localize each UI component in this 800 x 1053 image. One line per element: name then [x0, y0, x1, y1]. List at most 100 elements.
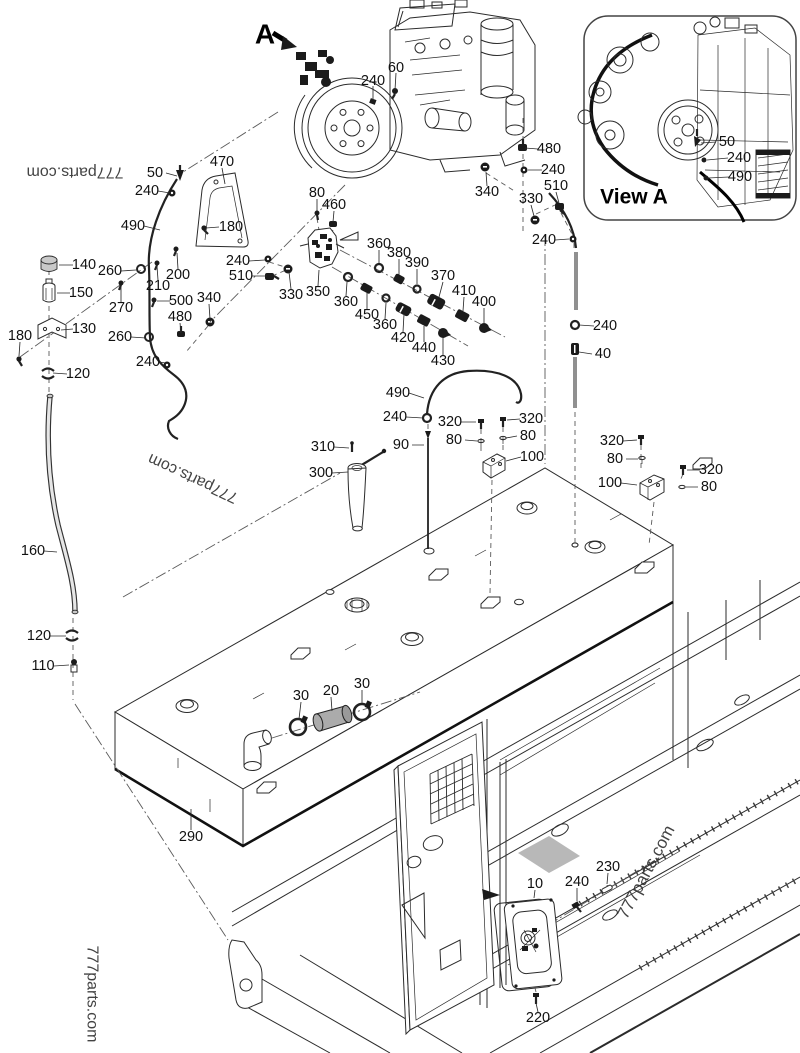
- rod-90-top: [425, 431, 431, 439]
- bolt-500: [150, 297, 157, 308]
- part-label-80: 80: [446, 432, 462, 448]
- part-label-420: 420: [391, 330, 415, 346]
- elbow-510-right: [555, 203, 565, 215]
- part-label-320: 320: [699, 462, 723, 478]
- clamp-240-engine: [369, 98, 377, 105]
- part-label-340: 340: [197, 290, 221, 306]
- part-label-220: 220: [526, 1010, 550, 1026]
- part-label-400: 400: [472, 294, 496, 310]
- part-label-290: 290: [179, 829, 203, 845]
- pin-230: [601, 884, 613, 894]
- dipstick-tube-300: [347, 441, 387, 532]
- part-label-240: 240: [532, 232, 556, 248]
- part-label-160: 160: [21, 543, 45, 559]
- part-label-210: 210: [146, 278, 170, 294]
- part-label-370: 370: [431, 268, 455, 284]
- part-label-10: 10: [527, 876, 543, 892]
- part-label-300: 300: [309, 465, 333, 481]
- filler-cap: [175, 501, 606, 713]
- bracket-100-left: [477, 417, 507, 595]
- part-label-150: 150: [69, 285, 93, 301]
- clamp-120: [41, 367, 55, 380]
- engine-drawing: [293, 0, 578, 249]
- clamp-260: [136, 264, 146, 274]
- part-label-180: 180: [8, 328, 32, 344]
- clamp-240-tube: [569, 319, 581, 331]
- fuel-tank-drawing: [114, 467, 674, 848]
- watermark: 777parts.com: [27, 164, 124, 181]
- part-label-450: 450: [355, 307, 379, 323]
- part-label-120: 120: [66, 366, 90, 382]
- bolt-200: [172, 246, 179, 257]
- leader-lines: [18, 72, 730, 1013]
- part-label-330: 330: [519, 191, 543, 207]
- part-label-120: 120: [27, 628, 51, 644]
- bolt-320: [500, 417, 506, 427]
- part-label-50: 50: [719, 134, 735, 150]
- part-label-240: 240: [361, 73, 385, 89]
- inset-title: View A: [600, 186, 668, 209]
- bolt-240-bottom: [571, 901, 582, 913]
- part-label-230: 230: [596, 859, 620, 875]
- clip-50: [176, 165, 184, 181]
- hose-490-left-group: [117, 165, 215, 441]
- part-label-240: 240: [383, 409, 407, 425]
- part-label-240: 240: [541, 162, 565, 178]
- part-label-60: 60: [388, 60, 404, 76]
- fitting-chain-lower: [342, 271, 451, 338]
- clamp-240: [168, 189, 176, 197]
- part-label-480: 480: [537, 141, 561, 157]
- part-label-360: 360: [367, 236, 391, 252]
- washer-80: [678, 484, 686, 490]
- fitting-110: [70, 659, 78, 673]
- part-label-100: 100: [598, 475, 622, 491]
- left-parts-column: [16, 111, 279, 941]
- part-label-320: 320: [600, 433, 624, 449]
- part-label-380: 380: [387, 245, 411, 261]
- part-label-460: 460: [322, 197, 346, 213]
- part-label-100: 100: [520, 449, 544, 465]
- part-label-110: 110: [31, 658, 54, 674]
- watermark: 777parts.com: [84, 946, 101, 1043]
- part-label-180: 180: [219, 219, 243, 235]
- bolt-210: [153, 260, 160, 271]
- bolt-180-bracket: [201, 225, 209, 235]
- cap-140: [40, 255, 58, 272]
- access-panel-assembly: [493, 855, 663, 1004]
- part-label-50: 50: [147, 165, 163, 181]
- part-label-80: 80: [309, 185, 325, 201]
- callout-labels: 60 240 50 240 470 490 180 80 460 140 260…: [8, 60, 752, 1026]
- nut-340-right: [480, 162, 490, 172]
- clamp-240-right2: [569, 235, 577, 243]
- arrow-50-inset: [694, 136, 701, 147]
- part-label-500: 500: [169, 293, 193, 309]
- part-label-310: 310: [311, 439, 335, 455]
- filler-elbow-assembly: [243, 691, 421, 771]
- fuel-hose-490-inset: [699, 170, 746, 223]
- middle-group: [347, 369, 686, 595]
- part-label-90: 90: [393, 437, 409, 453]
- valve-block-group: [185, 184, 506, 353]
- part-label-350: 350: [306, 284, 330, 300]
- nut-330-right: [530, 215, 540, 225]
- bolt-320: [638, 435, 644, 445]
- part-label-80: 80: [607, 451, 623, 467]
- tank-clips: [256, 561, 655, 794]
- washer-80: [638, 455, 646, 464]
- bracket-470: [195, 172, 249, 248]
- direction-arrow: [482, 889, 500, 900]
- fitting-480-right: [518, 139, 527, 151]
- filler-neck: [344, 597, 370, 613]
- nut-330: [283, 264, 293, 274]
- part-label-360: 360: [334, 294, 358, 310]
- part-label-270: 270: [109, 300, 133, 316]
- part-label-240: 240: [593, 318, 617, 334]
- part-label-440: 440: [412, 340, 436, 356]
- part-label-330: 330: [279, 287, 303, 303]
- clamp-240-mid: [264, 255, 272, 263]
- part-label-490: 490: [121, 218, 145, 234]
- bolt-320: [478, 419, 484, 429]
- deck-clip: [692, 457, 713, 470]
- part-label-240: 240: [135, 183, 159, 199]
